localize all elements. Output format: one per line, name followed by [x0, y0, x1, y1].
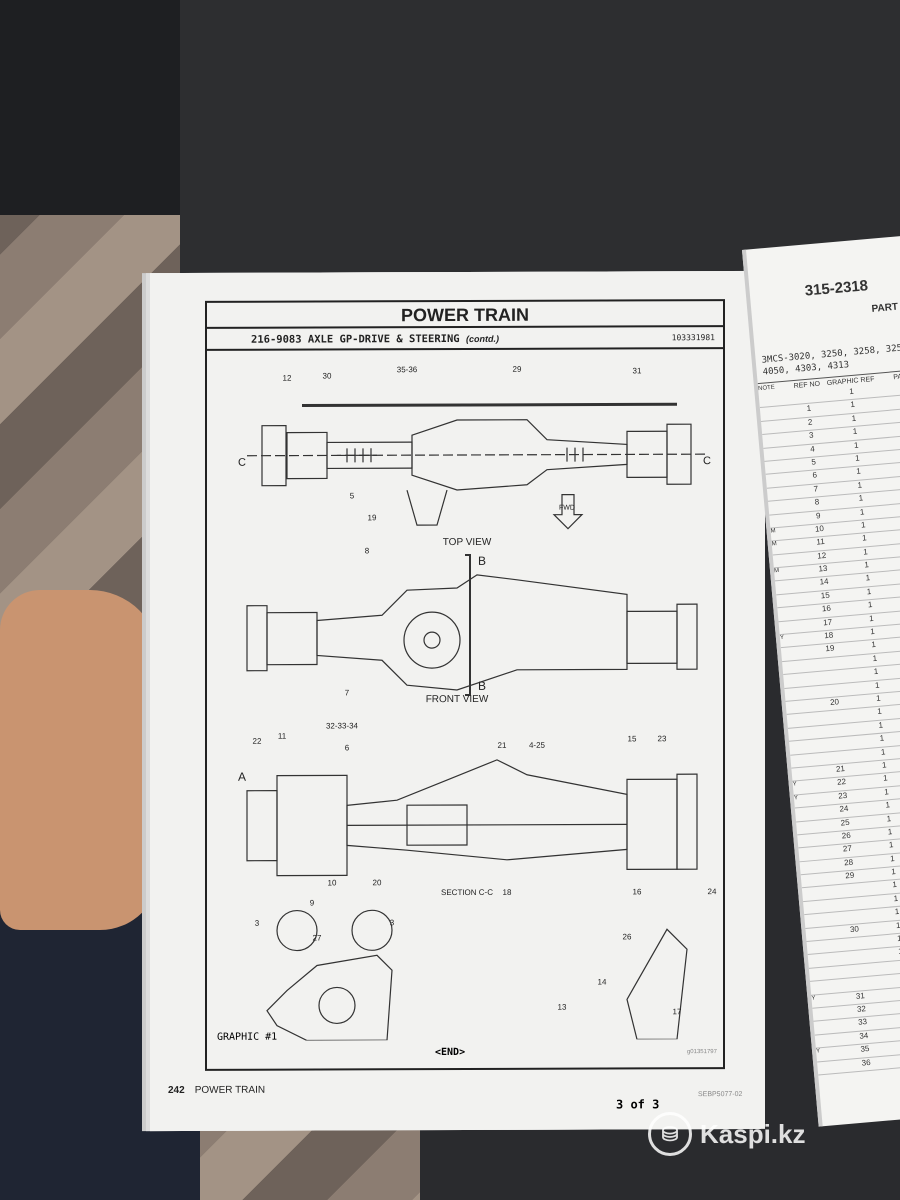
callout-label: 10 — [328, 878, 337, 887]
marker-c: C — [703, 455, 711, 467]
table-cell — [775, 579, 805, 594]
table-cell — [810, 979, 840, 994]
callout-label: 12 — [283, 374, 292, 383]
subtitle: 216-9083 AXLE GP-DRIVE & STEERING (contd… — [207, 327, 723, 351]
graphic-label: GRAPHIC #1 — [217, 1031, 278, 1043]
callout-label: 24 — [708, 887, 717, 896]
callout-label: 19 — [368, 513, 377, 522]
view-label-front: FRONT VIEW — [426, 694, 489, 705]
right-page: 315-2318 PART 3MCS-3020, 3250, 3258, 325… — [742, 235, 900, 1127]
callout-label: 32-33-34 — [326, 721, 359, 730]
pub-code: SEBP5077-02 — [698, 1091, 743, 1099]
marker-a: A — [238, 770, 246, 784]
watermark: ⛁Kaspi.kz — [648, 1112, 806, 1156]
callout-label: 35-36 — [397, 365, 418, 374]
table-cell: Y — [792, 781, 798, 788]
parts-table: 119112121193119415161718191M101M111121M1… — [758, 380, 900, 1076]
table-cell — [765, 459, 795, 474]
callout-label: 3 — [390, 918, 395, 927]
callout-label: 30 — [323, 371, 332, 380]
callout-label: 7 — [345, 688, 350, 697]
table-cell — [761, 419, 791, 434]
callout-label: 5 — [350, 491, 355, 500]
view-label-top: TOP VIEW — [443, 537, 492, 548]
table-cell — [779, 619, 809, 634]
section-title: POWER TRAIN — [207, 301, 723, 329]
table-cell — [782, 659, 812, 674]
table-cell: 36 — [861, 1057, 871, 1068]
table-cell — [783, 673, 813, 688]
callout-label: 8 — [365, 546, 370, 555]
table-cell — [796, 819, 826, 834]
callout-label: 3 — [255, 919, 260, 928]
table-cell — [784, 686, 814, 701]
table-cell — [760, 406, 790, 421]
page-frame: POWER TRAIN 216-9083 AXLE GP-DRIVE & STE… — [205, 299, 725, 1073]
table-cell — [766, 473, 796, 488]
table-cell — [809, 966, 839, 981]
table-cell: Y — [815, 1048, 821, 1055]
kaspi-logo-icon: ⛁ — [648, 1112, 692, 1156]
table-cell — [769, 513, 799, 528]
table-cell — [801, 873, 831, 888]
table-cell — [797, 833, 827, 848]
page-of: 3 of 3 — [616, 1097, 660, 1112]
hand — [0, 590, 160, 930]
table-cell — [815, 1033, 845, 1048]
table-cell — [804, 913, 834, 928]
callout-label: 20 — [373, 878, 382, 887]
table-cell — [762, 433, 792, 448]
callout-label: 18 — [503, 888, 512, 897]
table-cell — [777, 606, 807, 621]
table-cell — [817, 1060, 847, 1075]
callout-label: 21 — [498, 741, 507, 750]
table-cell — [814, 1020, 844, 1035]
marker-c: C — [238, 457, 246, 469]
left-page: POWER TRAIN 216-9083 AXLE GP-DRIVE & STE… — [150, 270, 765, 1132]
table-cell — [789, 739, 819, 754]
callout-label: 31 — [633, 366, 642, 375]
marker-b: B — [478, 554, 486, 568]
view-label-section-cc: SECTION C-C — [441, 888, 493, 897]
callout-label: 13 — [558, 1003, 567, 1012]
fwd-label: FWD — [559, 505, 575, 512]
table-cell — [788, 726, 818, 741]
table-cell — [807, 939, 837, 954]
callout-label: 29 — [513, 365, 522, 374]
table-cell — [791, 766, 821, 781]
callout-label: 6 — [345, 743, 350, 752]
callout-label: 27 — [313, 933, 322, 942]
axle-diagram: 12 30 35-36 29 31 5 19 8 7 11 22 32-33-34 6 21 4-25 15 2… — [238, 365, 717, 1073]
graphic-id: g01351797 — [686, 1049, 717, 1056]
callout-label: 15 — [628, 734, 637, 743]
table-cell: M — [773, 568, 780, 575]
page-number: 242 — [168, 1084, 185, 1097]
table-cell — [805, 926, 835, 941]
table-cell — [802, 886, 832, 901]
table-cell: Y — [811, 995, 816, 1002]
table-cell — [773, 553, 803, 568]
table-cell — [787, 713, 817, 728]
callout-label: 11 — [278, 732, 287, 741]
end-label: <END> — [435, 1046, 466, 1059]
callout-label: 23 — [658, 734, 667, 743]
callout-label: 22 — [253, 737, 262, 746]
callout-label: 26 — [623, 932, 632, 941]
callout-label: 9 — [310, 898, 315, 907]
marker-b: B — [478, 679, 486, 693]
callout-label: 16 — [633, 887, 642, 896]
callout-label: 4-25 — [529, 741, 546, 750]
callout-label: 17 — [673, 1007, 682, 1016]
callout-label: 14 — [598, 977, 607, 986]
table-cell: Y — [779, 634, 785, 642]
table-cell: M — [770, 528, 776, 535]
table-cell — [800, 859, 830, 874]
